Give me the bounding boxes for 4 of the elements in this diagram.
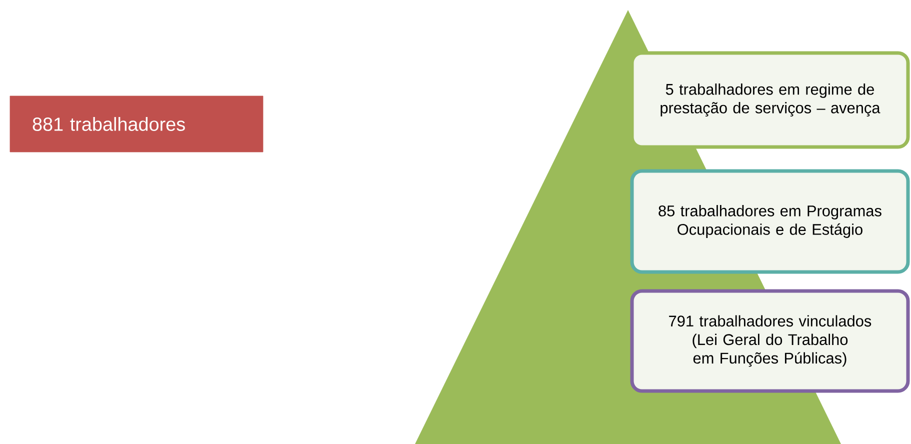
text-box: 5 trabalhadores em regime de prestação de serviços – avença xyxy=(630,51,910,149)
label-box: 881 trabalhadores xyxy=(10,96,264,152)
text-box: 791 trabalhadores vinculados (Lei Geral do Trabalho em Funções Públicas) xyxy=(630,289,910,393)
text-box: 85 trabalhadores em Programas Ocupacionais e de Estágio xyxy=(630,169,910,274)
